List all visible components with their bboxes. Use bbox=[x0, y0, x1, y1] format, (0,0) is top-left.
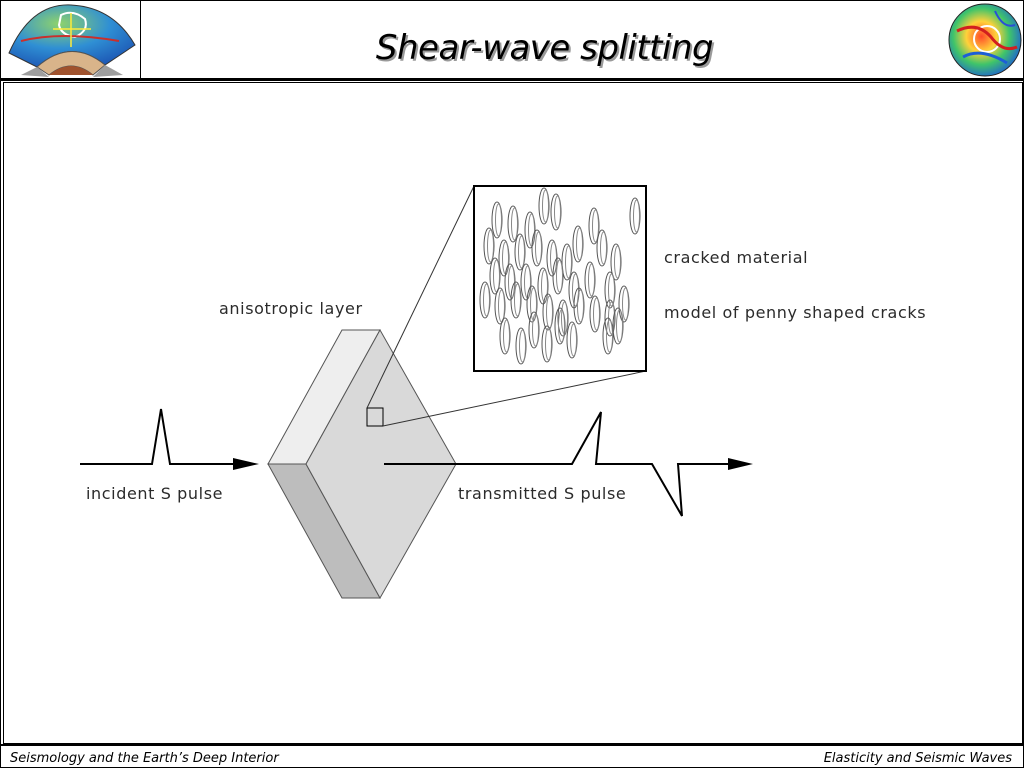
crack-field bbox=[479, 187, 641, 365]
header-rule bbox=[0, 78, 1024, 81]
earth-cross-section-icon bbox=[1, 1, 140, 78]
footer: Seismology and the Earth’s Deep Interior… bbox=[0, 744, 1024, 770]
label-crack-model: model of penny shaped cracks bbox=[664, 303, 926, 322]
incident-arrowhead bbox=[233, 458, 259, 470]
incident-pulse bbox=[80, 408, 236, 465]
sample-square bbox=[366, 407, 384, 427]
header: Shear-wave splitting bbox=[0, 0, 1024, 81]
label-transmitted-pulse: transmitted S pulse bbox=[458, 484, 626, 503]
transmitted-arrowhead bbox=[728, 458, 753, 470]
content-area bbox=[3, 82, 1023, 744]
label-anisotropic-layer: anisotropic layer bbox=[219, 299, 363, 318]
globe-tomography-icon bbox=[947, 1, 1023, 78]
zoom-line-top bbox=[366, 185, 475, 409]
transmitted-pulse bbox=[384, 411, 732, 517]
footer-course-title: Seismology and the Earth’s Deep Interior bbox=[10, 751, 279, 766]
label-incident-pulse: incident S pulse bbox=[86, 484, 223, 503]
footer-section-title: Elasticity and Seismic Waves bbox=[823, 751, 1012, 766]
label-cracked-material: cracked material bbox=[664, 248, 808, 267]
page-title: Shear-wave splitting bbox=[375, 28, 714, 68]
zoom-line-bottom bbox=[382, 370, 647, 427]
